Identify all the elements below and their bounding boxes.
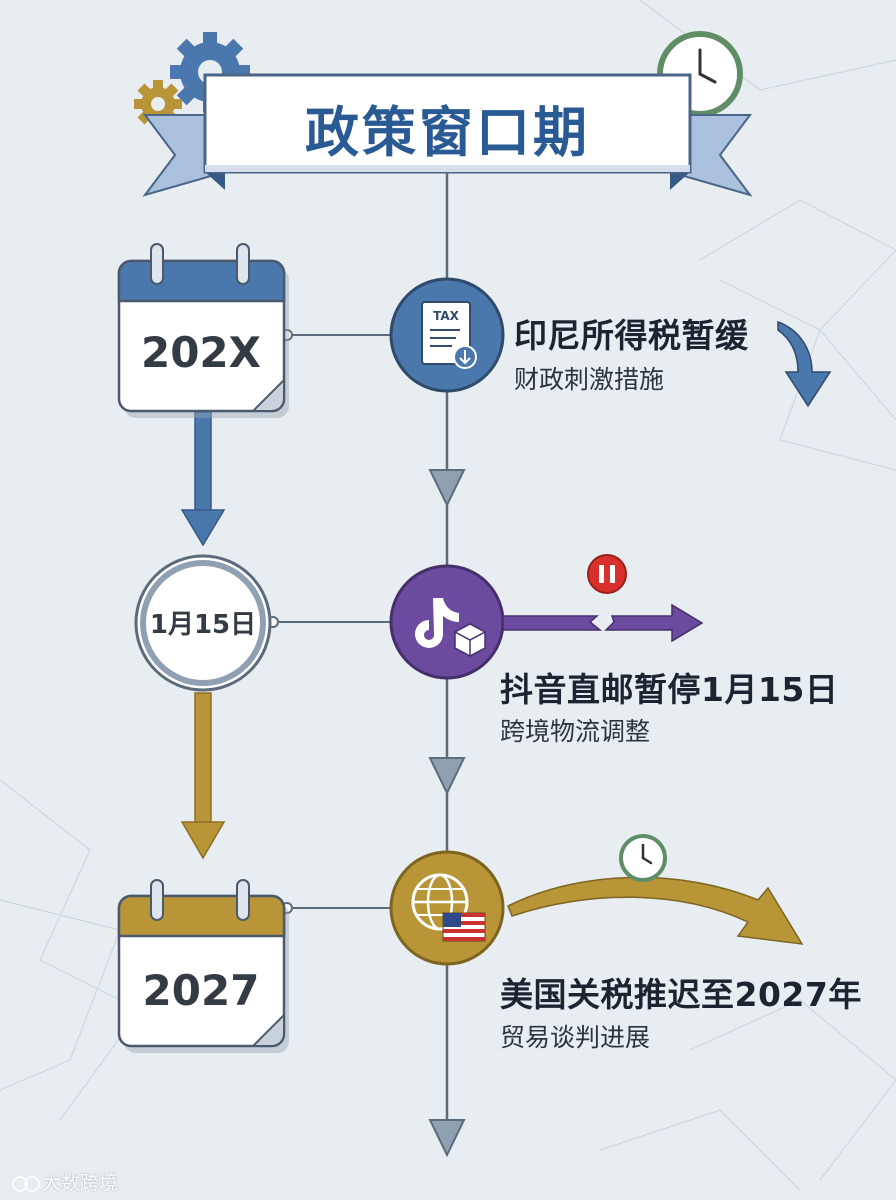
curved-down-arrow xyxy=(777,320,832,408)
event-title-indonesia-tax: 印尼所得税暂缓 xyxy=(514,316,749,355)
calendar-202x: 202X xyxy=(117,243,289,418)
tax-document-icon: TAX xyxy=(389,277,505,393)
event-subtitle-indonesia-tax: 财政刺激措施 xyxy=(514,365,665,394)
event-title-douyin-pause: 抖音直邮暂停1月15日 xyxy=(500,670,839,709)
watermark-text: 大数跨境 xyxy=(42,1172,119,1194)
tax-label: TAX xyxy=(433,309,460,323)
calendar-2027: 2027 xyxy=(117,879,289,1053)
watermark-logo-icon xyxy=(12,1176,40,1192)
pause-icon xyxy=(587,554,627,594)
curved-gold-arrow xyxy=(507,876,804,945)
tiktok-package-icon xyxy=(389,564,505,680)
timeline-arrowhead xyxy=(428,1119,466,1158)
date-circle-jan15: 1月15日 xyxy=(134,554,272,692)
date-label-jan15: 1月15日 xyxy=(150,610,256,640)
event-subtitle-us-tariff: 贸易谈判进展 xyxy=(500,1023,651,1052)
flow-arrow-gold xyxy=(180,692,226,860)
timeline-arrowhead xyxy=(428,469,466,508)
event-subtitle-douyin-pause: 跨境物流调整 xyxy=(500,717,651,746)
flow-arrow-blue xyxy=(180,411,226,547)
clock-icon-small xyxy=(619,834,667,882)
globe-us-flag-icon xyxy=(389,850,505,966)
title-banner xyxy=(142,73,753,197)
event-title-us-tariff: 美国关税推迟至2027年 xyxy=(500,975,862,1014)
date-label-2027: 2027 xyxy=(143,966,260,1015)
date-label-202x: 202X xyxy=(141,328,261,377)
broken-logistics-arrow xyxy=(502,603,704,643)
page-title: 政策窗口期 xyxy=(305,101,590,164)
us-flag-icon xyxy=(442,912,486,942)
timeline-arrowhead xyxy=(428,757,466,796)
